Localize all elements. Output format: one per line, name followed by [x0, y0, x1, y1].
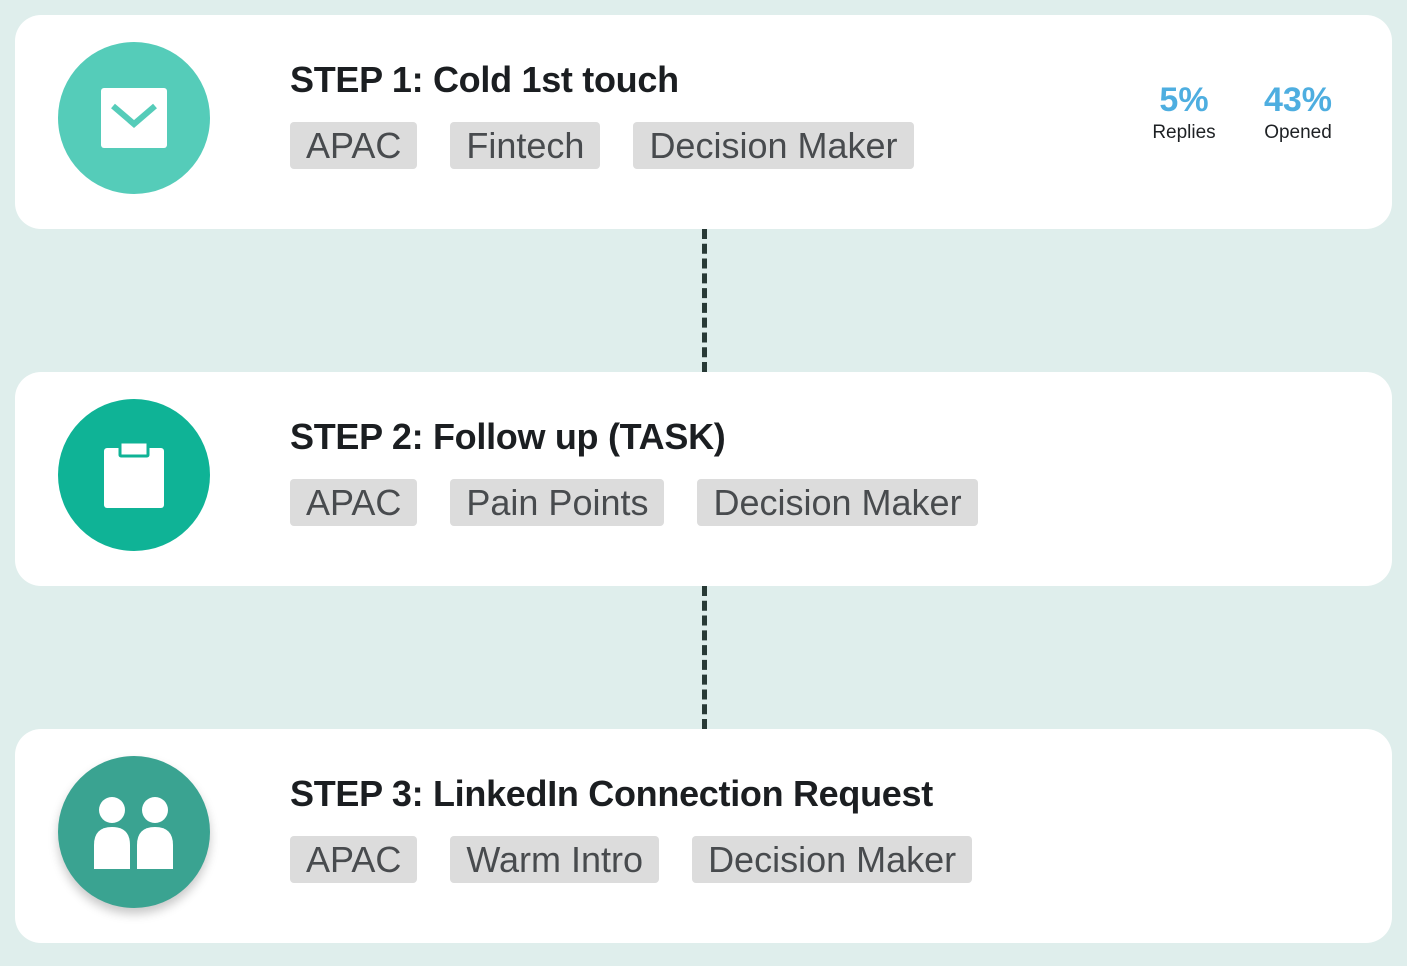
tag-persona: Decision Maker — [692, 836, 973, 883]
step-2-title: STEP 2: Follow up (TASK) — [290, 416, 726, 457]
opened-value: 43% — [1263, 81, 1333, 119]
replies-label: Replies — [1152, 122, 1216, 143]
tag-industry: Fintech — [450, 122, 601, 169]
step-2-tags: APAC Pain Points Decision Maker — [290, 479, 978, 526]
tag-region: APAC — [290, 479, 418, 526]
tag-region: APAC — [290, 836, 418, 883]
people-icon — [94, 797, 173, 869]
opened-stat: 43% Opened — [1243, 81, 1353, 144]
replies-stat: 5% Replies — [1129, 81, 1239, 144]
tag-topic: Pain Points — [450, 479, 665, 526]
step-2-icon-circle — [58, 399, 210, 551]
step-3-title: STEP 3: LinkedIn Connection Request — [290, 773, 933, 814]
step-card-3[interactable]: STEP 3: LinkedIn Connection Request APAC… — [15, 729, 1392, 943]
step-1-icon-circle — [58, 42, 210, 194]
clipboard-icon — [104, 442, 164, 508]
step-connector-1-2 — [702, 229, 707, 372]
step-3-tags: APAC Warm Intro Decision Maker — [290, 836, 973, 883]
step-3-icon-circle — [58, 756, 210, 908]
step-card-2[interactable]: STEP 2: Follow up (TASK) APAC Pain Point… — [15, 372, 1392, 586]
step-1-tags: APAC Fintech Decision Maker — [290, 122, 914, 169]
replies-value: 5% — [1159, 81, 1209, 119]
tag-persona: Decision Maker — [633, 122, 914, 169]
tag-persona: Decision Maker — [697, 479, 978, 526]
step-card-1[interactable]: STEP 1: Cold 1st touch APAC Fintech Deci… — [15, 15, 1392, 229]
tag-region: APAC — [290, 122, 418, 169]
envelope-icon — [101, 88, 167, 148]
step-connector-2-3 — [702, 586, 707, 729]
step-1-title: STEP 1: Cold 1st touch — [290, 59, 679, 100]
opened-label: Opened — [1264, 122, 1332, 143]
tag-context: Warm Intro — [450, 836, 660, 883]
